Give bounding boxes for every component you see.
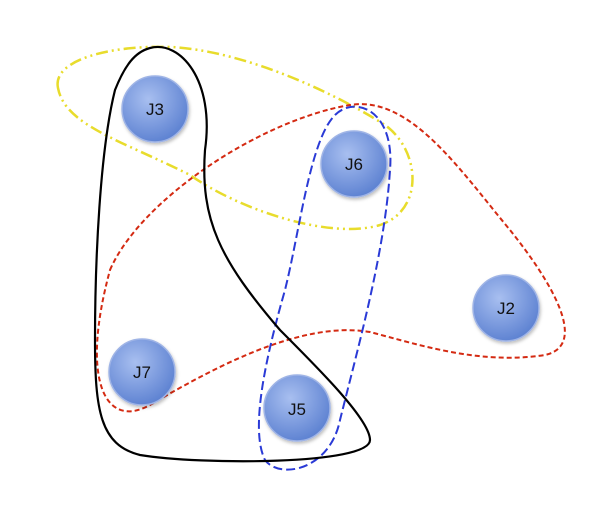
node-j2-circle: [472, 274, 540, 342]
node-j7-label: J7: [133, 363, 151, 382]
node-j2: J2: [472, 274, 540, 342]
node-j3-circle: [121, 75, 189, 143]
node-j3-label: J3: [146, 100, 164, 119]
node-j6: J6: [320, 130, 388, 198]
node-j3: J3: [121, 75, 189, 143]
node-j6-label: J6: [345, 155, 363, 174]
node-j6-circle: [320, 130, 388, 198]
node-j5-label: J5: [288, 400, 306, 419]
node-j5-circle: [263, 374, 331, 442]
node-j7-circle: [108, 338, 176, 406]
node-j2-label: J2: [497, 299, 515, 318]
node-j5: J5: [263, 374, 331, 442]
hyperedge-black: [93, 45, 372, 463]
hyperedge-red: [96, 103, 566, 413]
node-j7: J7: [108, 338, 176, 406]
